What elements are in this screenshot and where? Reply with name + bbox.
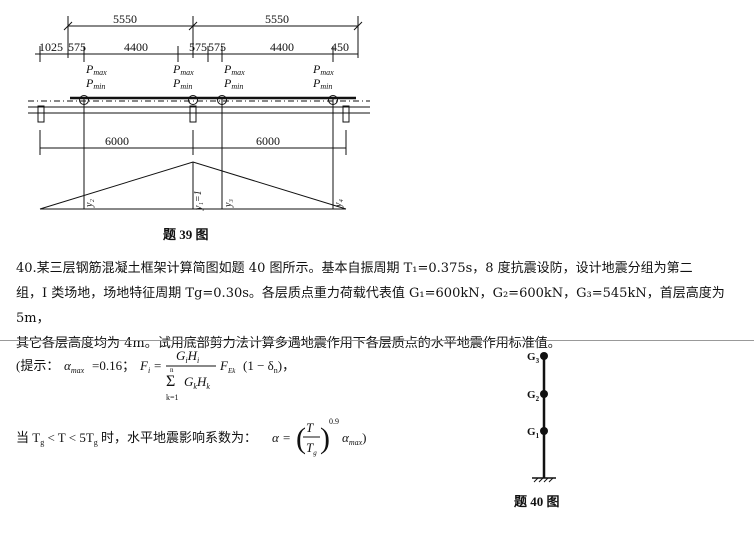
hint-paren-close: ) [320,422,330,455]
hint-F: Fi [139,358,150,375]
hint-alpha: αmax [64,358,85,375]
dim-g: 450 [331,40,349,54]
mass-g2 [540,390,548,398]
pmax-label-2: Pmax [172,62,194,77]
dim-e: 575 [208,40,226,54]
dim-top-left: 5550 [113,12,137,26]
hint-paren-open: ( [296,422,306,455]
hint-sum-bottom: k=1 [166,393,179,402]
hint-sum-top: n [170,366,174,374]
question-line-3: 其它各层高度均为 4m。试用底部剪力法计算多遇地震作用下各层质点的水平地震作用标… [16,336,561,351]
y3-label: y₃ [223,199,234,208]
dim-bottom-right: 6000 [256,134,280,148]
dim-d: 575 [189,40,207,54]
dim-bottom-left: 6000 [105,134,129,148]
hint-FEk: FEk [219,358,236,375]
dim-f: 4400 [270,40,294,54]
hint-formula: (提示： αmax =0.16； Fi = GiHi Σ n k=1 GkHk … [16,348,367,457]
y2-label: y₂ [84,199,95,208]
mass-g1 [540,427,548,435]
hint-alpha-value: =0.16； [92,358,135,374]
hint-prefix: (提示： [16,358,59,373]
fig39-caption: 题 39 图 [163,227,209,242]
fig40-caption: 题 40 图 [514,494,560,509]
pmax-label-1: Pmax [85,62,107,77]
figure-39: 5550 5550 1025 575 4400 575 575 4400 450… [28,12,370,242]
dim-top-right: 5550 [265,12,289,26]
g3-label: G3 [527,351,540,365]
hint-exponent: 0.9 [329,417,339,426]
hint-delta: (1 − δn)， [243,358,295,375]
dim-a: 1025 [39,40,63,54]
hint-T: T [306,420,314,435]
section-divider [0,340,754,341]
pmin-label-3: Pmin [223,76,243,91]
dim-c: 4400 [124,40,148,54]
mass-g3 [540,352,548,360]
figure-40: G3 G2 G1 题 40 图 [514,351,560,509]
dim-b: 575 [68,40,86,54]
pmin-label-2: Pmin [172,76,192,91]
hint-eq: = [154,358,161,373]
hint-alpha-eq: α = [272,430,291,445]
hint-numerator: GiHi [176,348,199,365]
pmax-label-3: Pmax [223,62,245,77]
hint-line2: 当 Tg < T < 5Tg 时，水平地震影响系数为： [16,430,257,447]
question-line-1: 40.某三层钢筋混凝土框架计算简图如题 40 图所示。基本自振周期 T₁=0.3… [16,261,693,276]
pmin-label-1: Pmin [85,76,105,91]
y4-label: y₄ [333,199,344,208]
question-paragraph: 40.某三层钢筋混凝土框架计算简图如题 40 图所示。基本自振周期 T₁=0.3… [16,256,746,356]
g2-label: G2 [527,389,540,403]
hint-Tg: Tg [306,440,317,457]
hint-sum: Σ [166,373,175,390]
g1-label: G1 [527,426,540,440]
y1-label: y₁=1 [193,190,204,211]
question-line-2: 组，I 类场地，场地特征周期 Tg=0.30s。各层质点重力荷载代表值 G₁=6… [16,286,725,326]
hint-denominator: GkHk [184,374,210,391]
hint-alpha-max: αmax) [342,430,367,447]
pmin-label-4: Pmin [312,76,332,91]
pmax-label-4: Pmax [312,62,334,77]
